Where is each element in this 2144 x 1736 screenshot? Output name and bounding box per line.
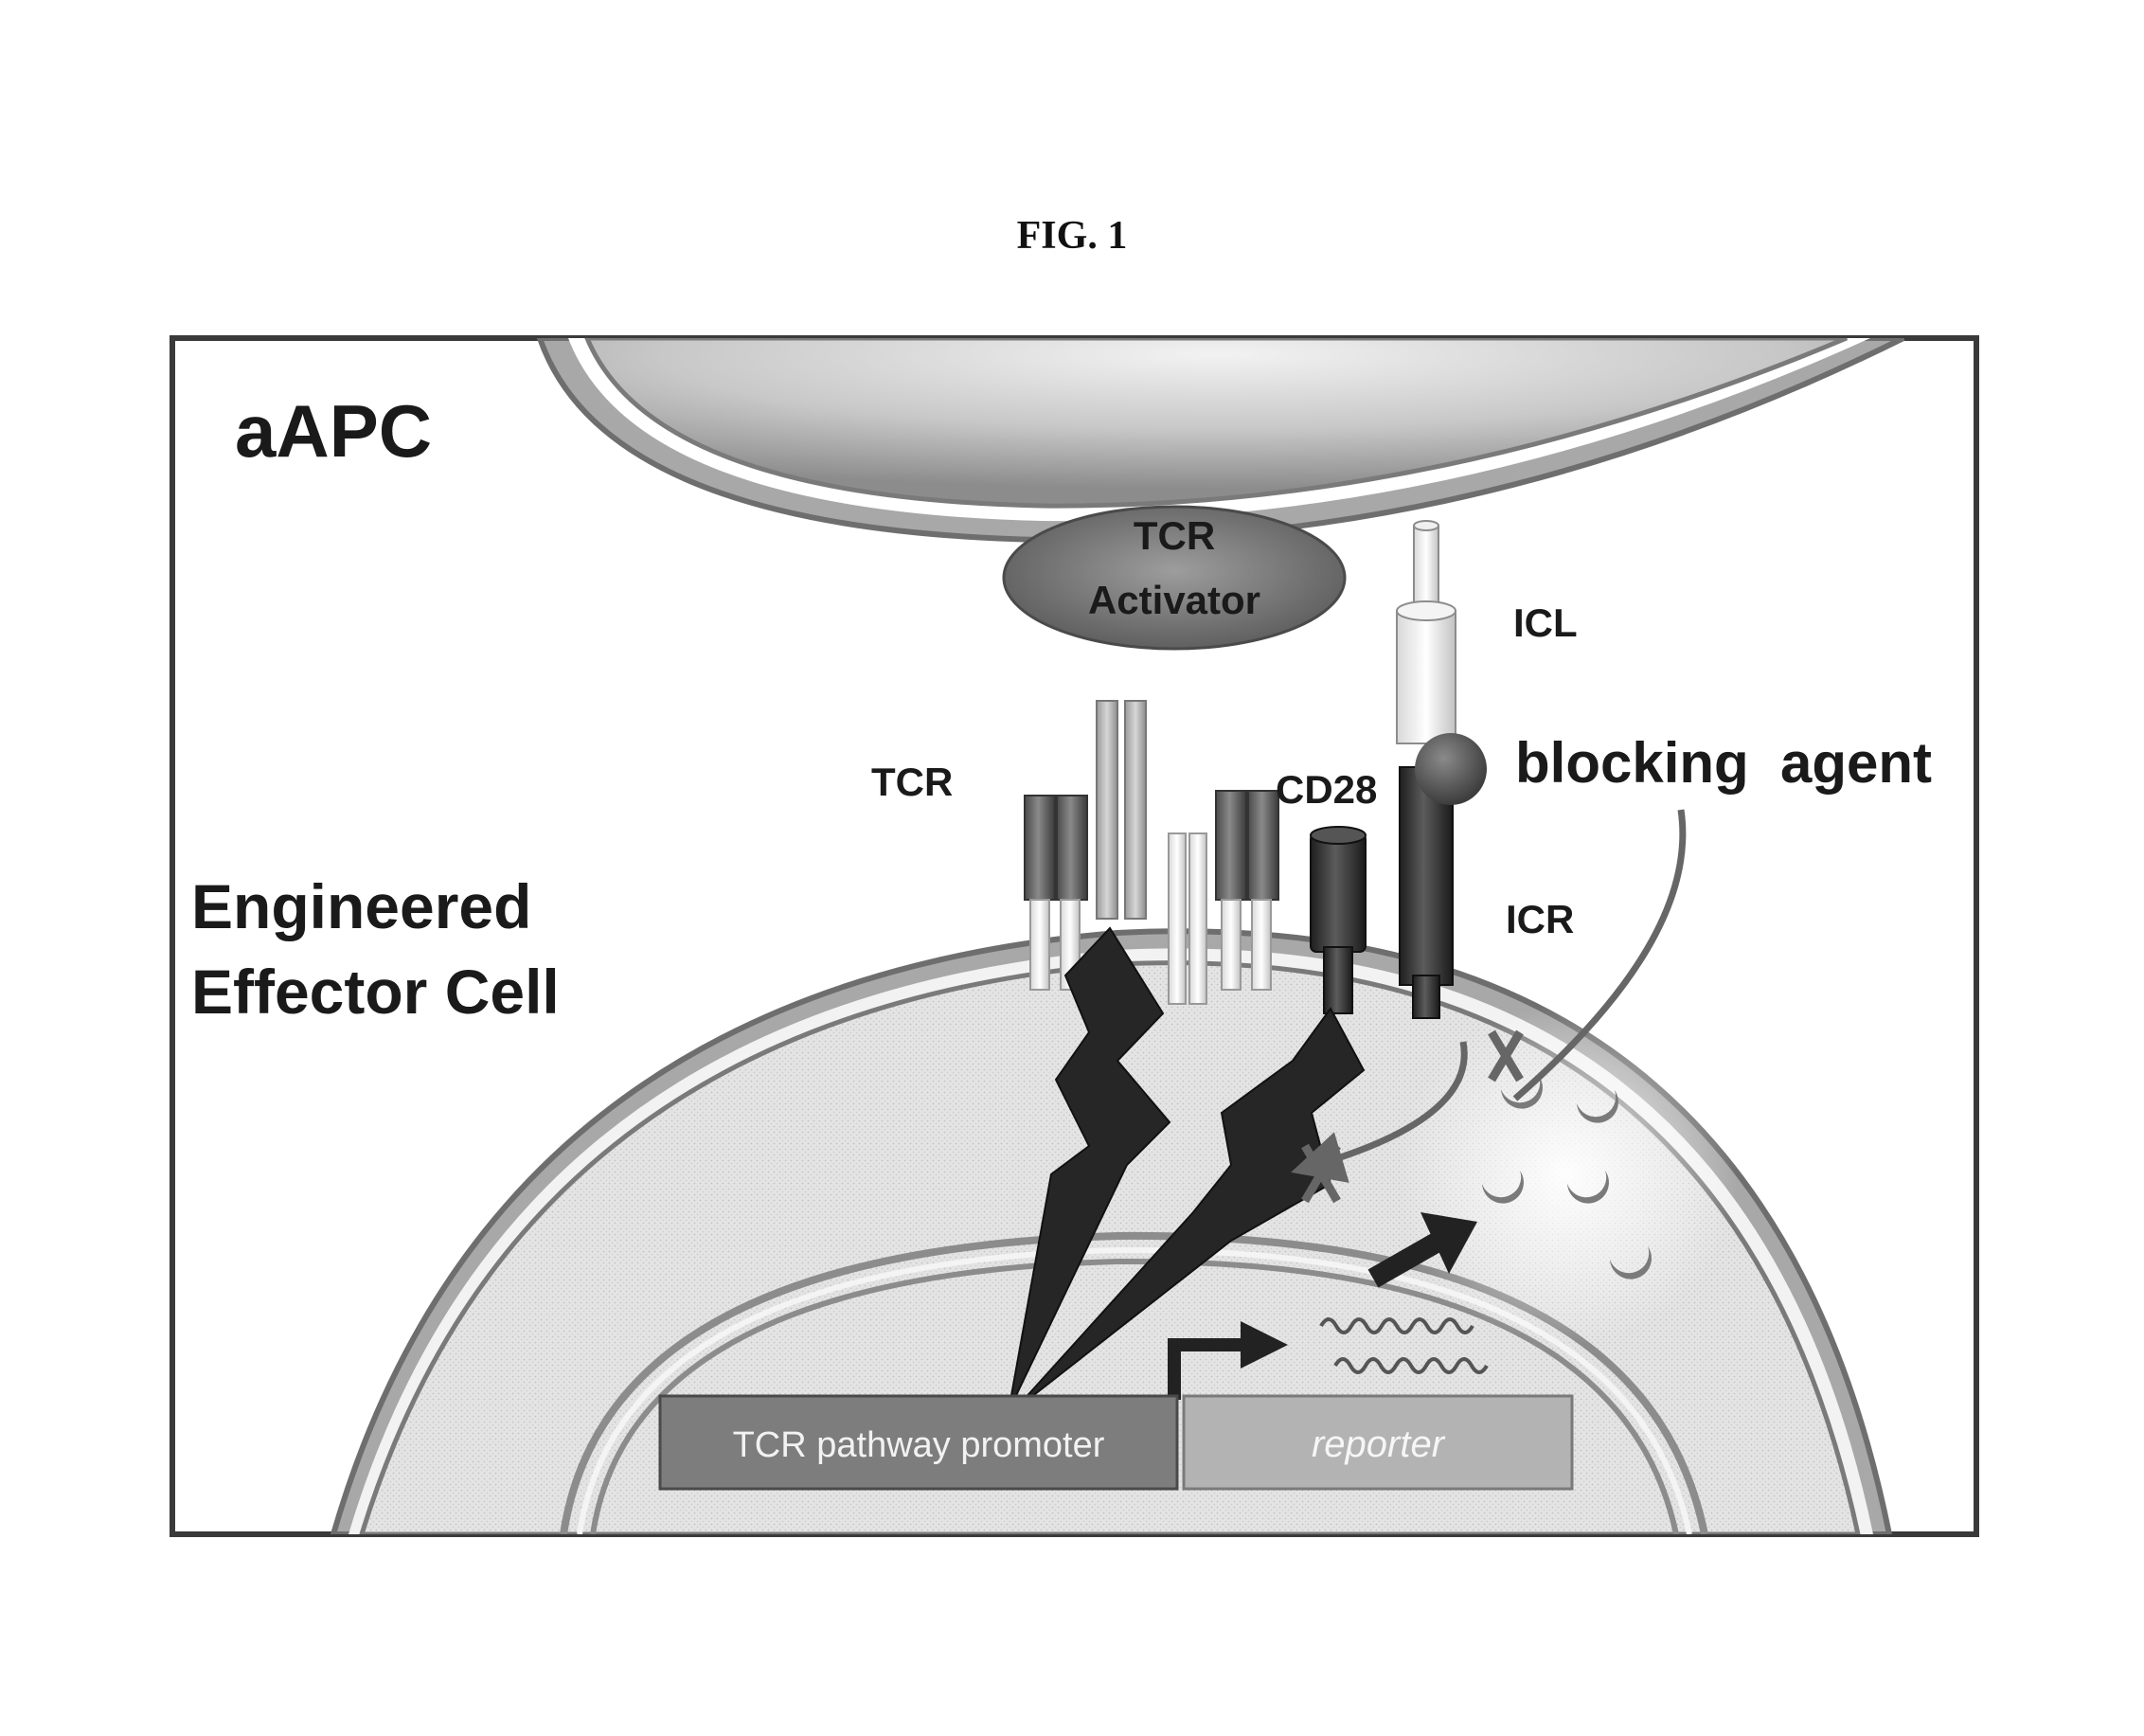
figure-label: FIG. 1 — [1017, 214, 1128, 258]
tcr-label: TCR — [871, 760, 953, 804]
blocking-agent-icon — [1415, 733, 1487, 805]
reporter-halo — [1397, 1004, 1738, 1345]
blocking-agent-label: blocking agent — [1515, 731, 1932, 795]
icl-label: ICL — [1513, 600, 1578, 645]
icr-receptor — [1400, 767, 1453, 1018]
reporter-box: reporter — [1184, 1396, 1572, 1489]
cd28-label: CD28 — [1276, 767, 1377, 812]
tcr-activator: TCR Activator — [1004, 507, 1345, 649]
tcr-activator-label-line2: Activator — [1088, 578, 1260, 622]
promoter-box: TCR pathway promoter — [660, 1396, 1177, 1489]
promoter-label: TCR pathway promoter — [733, 1425, 1105, 1465]
icr-label: ICR — [1506, 897, 1574, 941]
tcr-activator-label-line1: TCR — [1134, 513, 1215, 558]
effector-label-line2: Effector Cell — [191, 957, 560, 1027]
aapc-label: aAPC — [235, 389, 432, 473]
reporter-label: reporter — [1312, 1423, 1446, 1465]
effector-label-line1: Engineered — [191, 871, 531, 941]
